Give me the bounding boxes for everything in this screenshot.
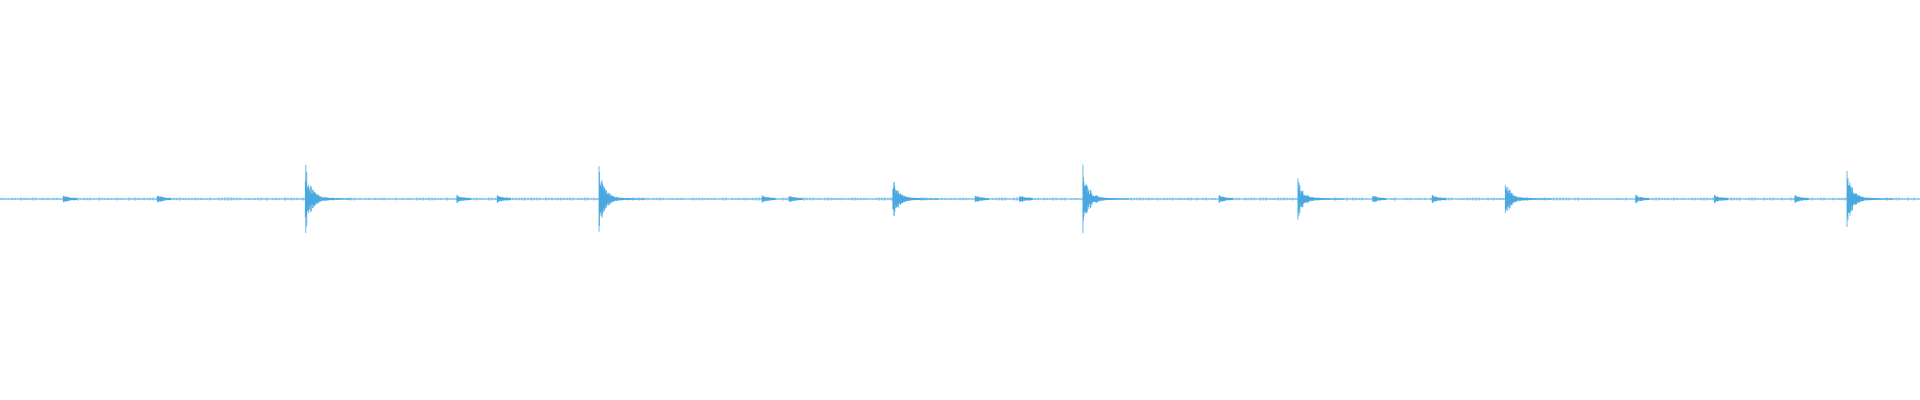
waveform-blip (496, 195, 511, 203)
waveform-transient (1082, 164, 1129, 234)
waveform-blip (1372, 196, 1387, 202)
waveform-blip (156, 195, 171, 203)
waveform-transient (598, 166, 645, 232)
waveform-blip (1794, 195, 1809, 203)
waveform-transient (892, 182, 939, 216)
waveform-blip (788, 196, 803, 202)
waveform-transient (1846, 171, 1893, 227)
waveform-blip (456, 194, 471, 204)
waveform-blip (974, 196, 989, 202)
waveform-blip (1714, 194, 1729, 204)
waveform-blip (1431, 195, 1446, 203)
waveform-transient (1297, 178, 1344, 220)
waveform-blip (1218, 195, 1233, 203)
waveform-blip (62, 195, 77, 203)
waveform-transient (1504, 184, 1552, 214)
waveform-blip (761, 195, 776, 203)
waveform-blip (1019, 196, 1033, 202)
waveform-blip (1635, 194, 1650, 204)
waveform-transient (304, 165, 352, 233)
